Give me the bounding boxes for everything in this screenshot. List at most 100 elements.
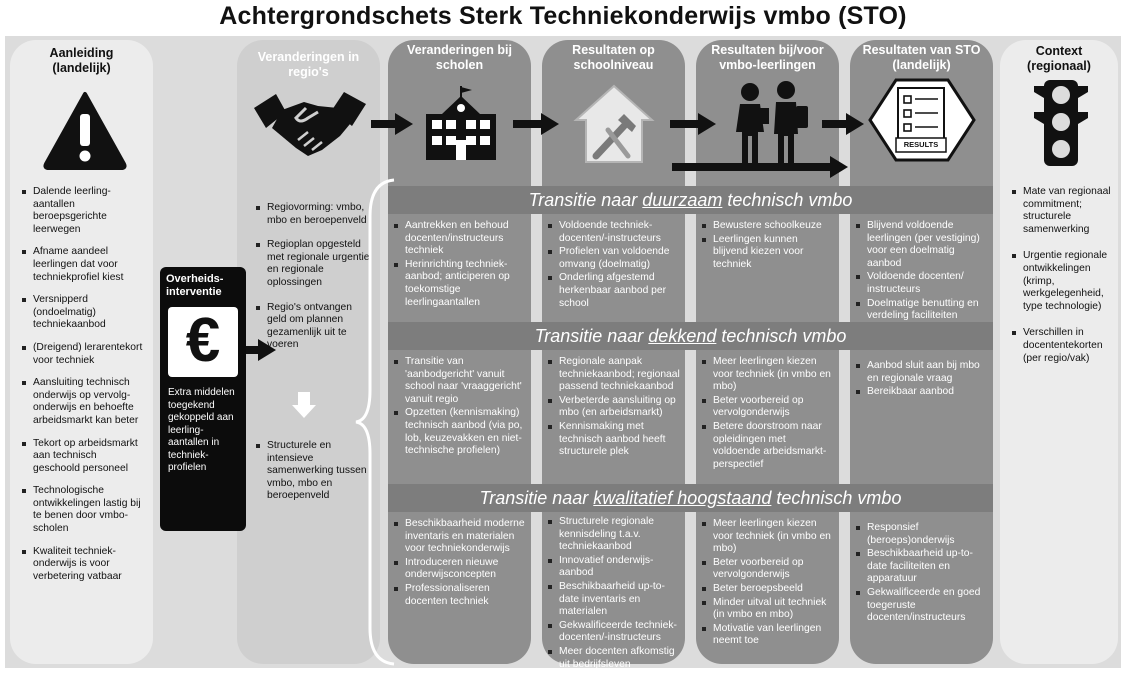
duurzaam-leerlingen-list: Bewustere schoolkeuze Leerlingen kunnen … xyxy=(702,220,834,272)
dekkend-scholen-list: Transitie van 'aanbodgericht' vanuit sch… xyxy=(394,356,526,459)
list-item: Dalende leerling-aantallen beroepsgerich… xyxy=(22,186,144,236)
arrow-overheid-regio xyxy=(246,346,260,354)
arrow-regio-scholen xyxy=(371,120,397,128)
arrow-schoolniveau-sto xyxy=(672,163,832,171)
list-item: Profielen van voldoende omvang (doelmati… xyxy=(548,246,680,271)
arrowhead-schoolniveau-leerlingen xyxy=(698,113,716,135)
list-item: Verschillen in docententekorten (per reg… xyxy=(1012,327,1112,365)
list-item: Transitie van 'aanbodgericht' vanuit sch… xyxy=(394,356,526,406)
list-item: Betere doorstroom naar opleidingen met v… xyxy=(702,421,834,471)
list-item: Onderling afgestemd herkenbaar aanbod pe… xyxy=(548,272,680,310)
list-item: Herinrichting techniek-aanbod; anticiper… xyxy=(394,259,526,309)
list-item: Motivatie van leerlingen neemt toe xyxy=(702,623,834,648)
list-item: Blijvend voldoende leerlingen (per vesti… xyxy=(856,220,990,270)
header-aanleiding: Aanleiding (landelijk) xyxy=(49,46,114,75)
arrowhead-leerlingen-sto xyxy=(846,113,864,135)
list-item: Bewustere schoolkeuze xyxy=(702,220,834,233)
dekkend-sto-list: Aanbod sluit aan bij mbo en regionale vr… xyxy=(856,360,990,400)
header-context: Context (regionaal) xyxy=(1027,44,1091,73)
list-item: Aanbod sluit aan bij mbo en regionale vr… xyxy=(856,360,990,385)
list-item: Versnipperd (ondoelmatig) techniekaanbod xyxy=(22,294,144,332)
list-item: Mate van regionaal commitment; structure… xyxy=(1012,186,1112,236)
list-item: Doelmatige benutting en verdeling facili… xyxy=(856,298,990,323)
results-label: RESULTS xyxy=(903,140,939,149)
list-item: Beter beroepsbeeld xyxy=(702,583,834,596)
list-item: Structurele en intensieve samenwerking t… xyxy=(256,440,374,503)
duurzaam-sto-list: Blijvend voldoende leerlingen (per vesti… xyxy=(856,220,990,324)
arrowhead-scholen-schoolniveau xyxy=(541,113,559,135)
list-item: Beschikbaarheid moderne inventaris en ma… xyxy=(394,518,526,556)
overheid-text: Extra middelen toegekend gekoppeld aan l… xyxy=(168,387,235,473)
context-list: Mate van regionaal commitment; structure… xyxy=(1012,186,1112,375)
results-checklist-icon: RESULTS xyxy=(868,78,976,162)
header-regio: Veranderingen in regio's xyxy=(257,50,360,79)
list-item: Beter voorbereid op vervolgonderwijs xyxy=(702,557,834,582)
kwalitatief-sto-list: Responsief (beroeps)onderwijs Beschikbaa… xyxy=(856,522,990,626)
header-leerlingen: Resultaten bij/voor vmbo-leerlingen xyxy=(711,43,824,72)
arrow-leerlingen-sto xyxy=(822,120,848,128)
list-item: Meer docenten afkomstig uit bedrijfsleve… xyxy=(548,646,680,671)
list-item: Urgentie regionale ontwikkelingen (krimp… xyxy=(1012,250,1112,313)
list-item: Afname aandeel leerlingen dat voor techn… xyxy=(22,246,144,284)
band-kwalitatief: Transitie naar kwalitatief hoogstaand te… xyxy=(388,484,993,512)
arrow-schoolniveau-leerlingen xyxy=(670,120,700,128)
list-item: Gekwalificeerde techniek-docenten/-instr… xyxy=(548,620,680,645)
list-item: Minder uitval uit techniek (in vmbo en m… xyxy=(702,597,834,622)
list-item: (Dreigend) lerarentekort voor techniek xyxy=(22,342,144,367)
arrowhead-regio-scholen xyxy=(395,113,413,135)
list-item: Leerlingen kunnen blijvend kiezen voor t… xyxy=(702,234,834,272)
duurzaam-scholen-list: Aantrekken en behoud docenten/instructeu… xyxy=(394,220,526,310)
list-item: Beschikbaarheid up-to-date inventaris en… xyxy=(548,581,680,619)
panel-leerlingen xyxy=(696,40,839,664)
list-item: Professionaliseren docenten techniek xyxy=(394,583,526,608)
overheidsinterventie-box: Overheids- interventie € Extra middelen … xyxy=(160,267,246,531)
list-item: Beter voorbereid op vervolgonderwijs xyxy=(702,395,834,420)
list-item: Meer leerlingen kiezen voor techniek (in… xyxy=(702,356,834,394)
list-item: Verbeterde aansluiting op mbo (en arbeid… xyxy=(548,395,680,420)
overheid-heading: Overheids- interventie xyxy=(166,273,224,298)
regio-list: Regiovorming: vmbo, mbo en beroepenveld … xyxy=(256,202,374,362)
list-item: Responsief (beroeps)onderwijs xyxy=(856,522,990,547)
arrowhead-schoolniveau-sto xyxy=(830,156,848,178)
list-item: Kwaliteit techniek-onderwijs is voor ver… xyxy=(22,546,144,584)
kwalitatief-schoolniveau-list: Structurele regionale kennisdeling t.a.v… xyxy=(548,516,680,672)
list-item: Regiovorming: vmbo, mbo en beroepenveld xyxy=(256,202,374,227)
house-tools-icon xyxy=(572,80,656,166)
kwalitatief-scholen-list: Beschikbaarheid moderne inventaris en ma… xyxy=(394,518,526,609)
white-down-arrow xyxy=(298,392,310,406)
header-schoolniveau: Resultaten op schoolniveau xyxy=(572,43,655,72)
list-item: Kennismaking met technisch aanbod heeft … xyxy=(548,421,680,459)
list-item: Regioplan opgesteld met regionale urgent… xyxy=(256,239,374,289)
list-item: Gekwalificeerde en goed toegeruste docen… xyxy=(856,587,990,625)
list-item: Bereikbaar aanbod xyxy=(856,386,990,399)
arrow-scholen-schoolniveau xyxy=(513,120,543,128)
header-sto: Resultaten van STO (landelijk) xyxy=(862,43,981,72)
list-item: Technologische ontwikkelingen lastig bij… xyxy=(22,485,144,535)
kwalitatief-leerlingen-list: Meer leerlingen kiezen voor techniek (in… xyxy=(702,518,834,649)
header-scholen: Veranderingen bij scholen xyxy=(407,43,512,72)
list-item: Structurele regionale kennisdeling t.a.v… xyxy=(548,516,680,554)
band-dekkend: Transitie naar dekkend technisch vmbo xyxy=(388,322,993,350)
duurzaam-schoolniveau-list: Voldoende techniek-docenten/-instructeur… xyxy=(548,220,680,311)
warning-icon xyxy=(42,90,128,170)
students-icon xyxy=(724,78,812,166)
band-duurzaam: Transitie naar duurzaam technisch vmbo xyxy=(388,186,993,214)
aanleiding-list: Dalende leerling-aantallen beroepsgerich… xyxy=(22,186,144,593)
list-item: Aansluiting technisch onderwijs op vervo… xyxy=(22,377,144,427)
dekkend-schoolniveau-list: Regionale aanpak techniekaanbod; regiona… xyxy=(548,356,680,460)
list-item: Aantrekken en behoud docenten/instructeu… xyxy=(394,220,526,258)
list-item: Regionale aanpak techniekaanbod; regiona… xyxy=(548,356,680,394)
regio-list-after: Structurele en intensieve samenwerking t… xyxy=(256,440,374,513)
transition-brace xyxy=(355,178,395,666)
list-item: Tekort op arbeidsmarkt aan technisch ges… xyxy=(22,438,144,476)
list-item: Meer leerlingen kiezen voor techniek (in… xyxy=(702,518,834,556)
euro-icon xyxy=(168,307,238,377)
list-item: Voldoende docenten/ instructeurs xyxy=(856,271,990,296)
diagram-title: Achtergrondschets Sterk Techniekonderwij… xyxy=(219,2,907,30)
handshake-icon xyxy=(252,84,368,164)
list-item: Regio's ontvangen geld om plannen gezame… xyxy=(256,302,374,352)
arrowhead-overheid-regio xyxy=(258,339,276,361)
dekkend-leerlingen-list: Meer leerlingen kiezen voor techniek (in… xyxy=(702,356,834,472)
list-item: Opzetten (kennismaking) technisch aanbod… xyxy=(394,407,526,457)
white-down-arrowhead xyxy=(292,405,316,418)
